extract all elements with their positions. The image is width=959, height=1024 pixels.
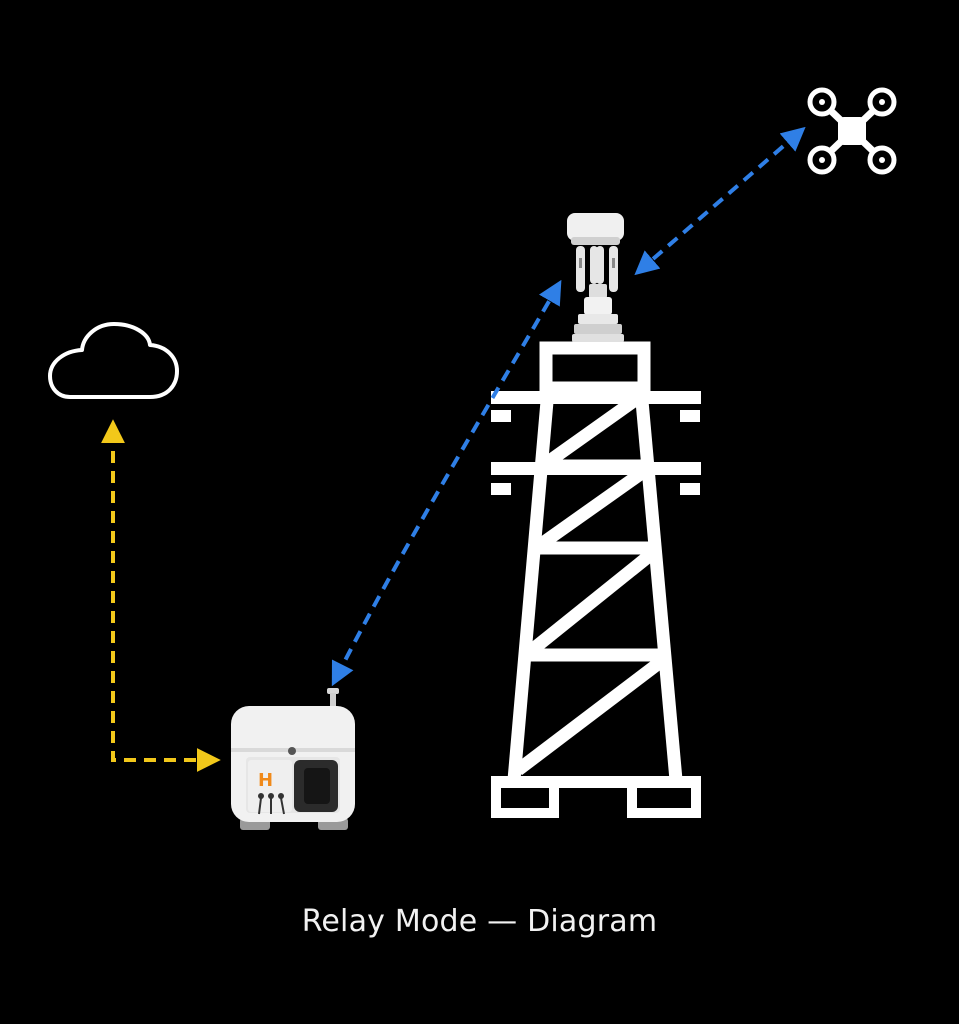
diagram-caption: Relay Mode — Diagram bbox=[301, 904, 658, 939]
drone-icon bbox=[807, 87, 897, 175]
cloud-icon bbox=[48, 322, 179, 399]
transmission-tower bbox=[491, 341, 701, 818]
relay-antenna-unit bbox=[567, 213, 624, 342]
drone-dock: H bbox=[231, 688, 355, 830]
relay-link-antenna-dock bbox=[331, 279, 562, 687]
cloud-link bbox=[101, 419, 221, 772]
relay-link-drone-antenna bbox=[634, 126, 806, 276]
dock-logo: H bbox=[258, 770, 273, 791]
